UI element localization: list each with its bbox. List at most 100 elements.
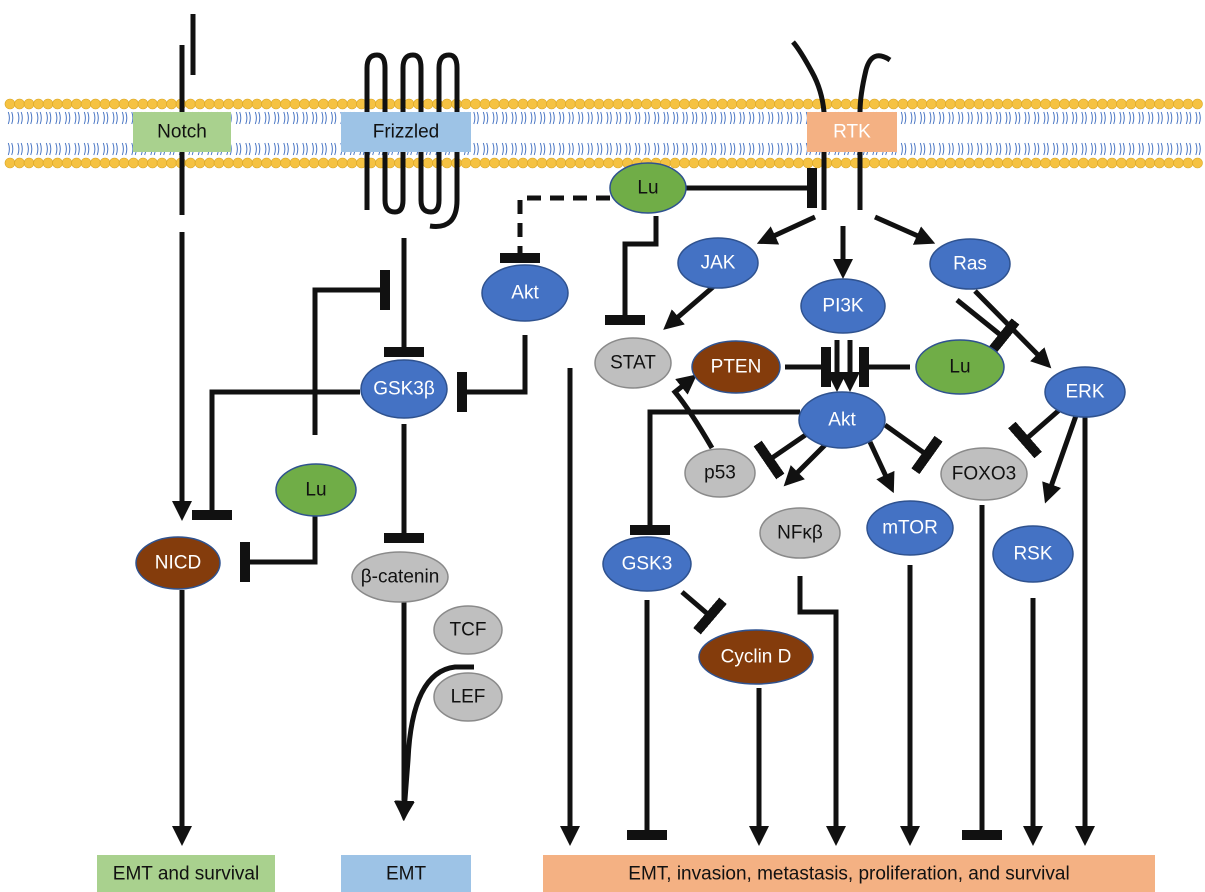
lipid-head [783, 157, 795, 169]
lipid-head [546, 157, 557, 169]
lipid-tail [106, 142, 109, 156]
svg-text:Ras: Ras [953, 254, 987, 275]
lipid-tail [1179, 111, 1182, 125]
lipid-head [574, 157, 586, 169]
lipid-head [489, 157, 500, 169]
lipid-head [318, 98, 329, 110]
lipid-head [90, 98, 101, 110]
lipid-tail [720, 111, 723, 125]
lipid-head [840, 157, 852, 169]
lipid-tail [1046, 142, 1049, 156]
lipid-tail [7, 111, 10, 125]
lipid-tail [258, 111, 261, 125]
ras-node: Ras [929, 238, 1011, 290]
lipid-head [888, 98, 899, 110]
lipid-head [973, 157, 985, 169]
lipid-tail [1056, 111, 1059, 125]
lipid-tail [45, 111, 48, 125]
lipid-tail [476, 142, 479, 156]
lipid-head [1011, 157, 1023, 169]
lipid-tail [663, 142, 666, 156]
lipid-head [118, 98, 130, 110]
lipid-tail [999, 111, 1002, 125]
notch-label: Notch [133, 112, 231, 152]
lipid-tail [1166, 142, 1169, 156]
lipid-tail [571, 111, 574, 125]
lipid-head [99, 98, 111, 110]
lipid-tail [549, 142, 552, 156]
svg-text:FOXO3: FOXO3 [952, 464, 1016, 485]
lipid-head [812, 157, 823, 169]
lipid-head [470, 157, 481, 169]
lipid-tail [752, 142, 755, 156]
lipid-tail [1100, 142, 1103, 156]
lipid-head [745, 98, 757, 110]
gsk3-node: GSK3 [602, 536, 692, 592]
lipid-head [774, 98, 785, 110]
lipid-tail [1033, 142, 1036, 156]
lipid-head [907, 98, 918, 110]
lipid-tail [777, 111, 780, 125]
lipid-tail [302, 111, 305, 125]
lipid-head [1049, 157, 1061, 169]
lipid-head [33, 98, 44, 110]
lipid-tail [986, 142, 989, 156]
lipid-tail [501, 142, 504, 156]
lipid-head [232, 157, 244, 169]
cyclin-d-node: Cyclin D [698, 629, 814, 685]
lipid-tail [83, 142, 86, 156]
lipid-head [1116, 98, 1127, 110]
lipid-tail [710, 142, 713, 156]
lipid-tail [131, 111, 134, 125]
lipid-tail [55, 111, 58, 125]
lipid-head [137, 98, 149, 110]
lipid-tail [739, 142, 742, 156]
lipid-tail [619, 142, 622, 156]
lipid-head [546, 98, 557, 110]
lipid-tail [1043, 111, 1046, 125]
lipid-tail [17, 111, 20, 125]
lipid-tail [283, 111, 286, 125]
lu-right-node: Lu [915, 339, 1005, 395]
lipid-head [1163, 157, 1175, 169]
lipid-tail [758, 142, 761, 156]
lipid-tail [36, 142, 39, 156]
lipid-tail [951, 111, 954, 125]
lipid-head [156, 157, 168, 169]
svg-text:EMT and survival: EMT and survival [113, 864, 259, 885]
lipid-tail [1018, 111, 1021, 125]
lipid-tail [505, 142, 508, 156]
lipid-tail [93, 111, 96, 125]
lipid-tail [543, 142, 546, 156]
svg-text:EMT, invasion, metastasis, pro: EMT, invasion, metastasis, proliferation… [628, 864, 1069, 885]
lipid-head [242, 98, 253, 110]
lipid-head [318, 157, 329, 169]
lipid-head [1040, 157, 1051, 169]
lipid-head [1135, 98, 1146, 110]
lipid-head [137, 157, 149, 169]
lipid-tail [7, 142, 10, 156]
lipid-tail [600, 142, 603, 156]
lipid-head [669, 98, 681, 110]
lipid-tail [562, 111, 565, 125]
lipid-tail [321, 111, 324, 125]
lipid-head [726, 98, 738, 110]
lipid-tail [790, 111, 793, 125]
lipid-tail [245, 142, 248, 156]
lipid-tail [948, 111, 951, 125]
lipid-tail [761, 142, 764, 156]
lipid-tail [292, 142, 295, 156]
lipid-tail [1176, 142, 1179, 156]
lipid-head [517, 98, 529, 110]
nicd-node: NICD [135, 536, 221, 590]
lipid-tail [11, 111, 14, 125]
lipid-head [992, 98, 1004, 110]
svg-text:Lu: Lu [637, 178, 658, 199]
lipid-tail [1065, 142, 1068, 156]
lipid-tail [672, 142, 675, 156]
lipid-tail [520, 111, 523, 125]
lipid-tail [524, 111, 527, 125]
lipid-tail [1151, 142, 1154, 156]
lipid-head [802, 157, 814, 169]
mtor-node: mTOR [866, 500, 954, 556]
